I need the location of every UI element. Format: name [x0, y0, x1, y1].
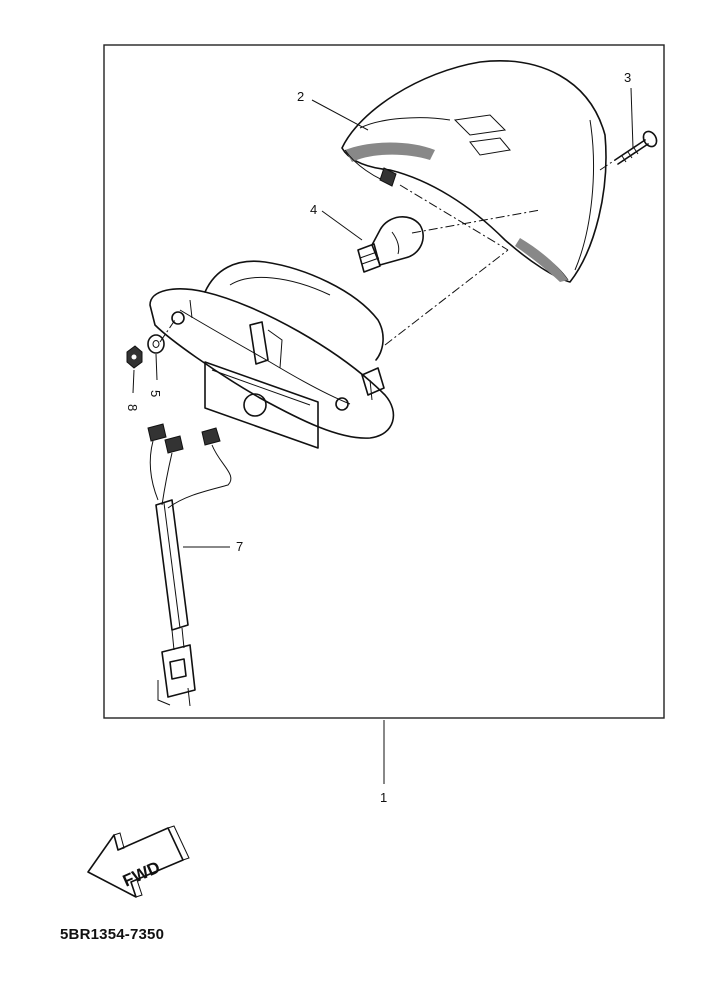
bulb-part [357, 216, 424, 273]
lamp-housing [149, 260, 395, 449]
callout-5: 5 [148, 390, 163, 397]
part-code: 5BR1354-7350 [60, 926, 165, 943]
assembly-frame [103, 44, 665, 719]
forward-direction-arrow-icon: FWD [87, 825, 190, 898]
assembly-centerlines [159, 159, 616, 346]
leader-lines [132, 87, 634, 784]
callout-3: 3 [624, 70, 631, 85]
callout-8: 8 [125, 404, 140, 411]
callout-7: 7 [236, 539, 243, 554]
fwd-label: FWD [120, 858, 163, 891]
callout-1: 1 [380, 790, 387, 805]
wire-harness-part [147, 423, 232, 707]
nut-part [126, 345, 143, 369]
lens-cover-part [341, 60, 607, 283]
washer-part [147, 334, 165, 354]
screw-part [614, 130, 658, 165]
callout-2: 2 [297, 89, 304, 104]
callout-4: 4 [310, 202, 317, 217]
